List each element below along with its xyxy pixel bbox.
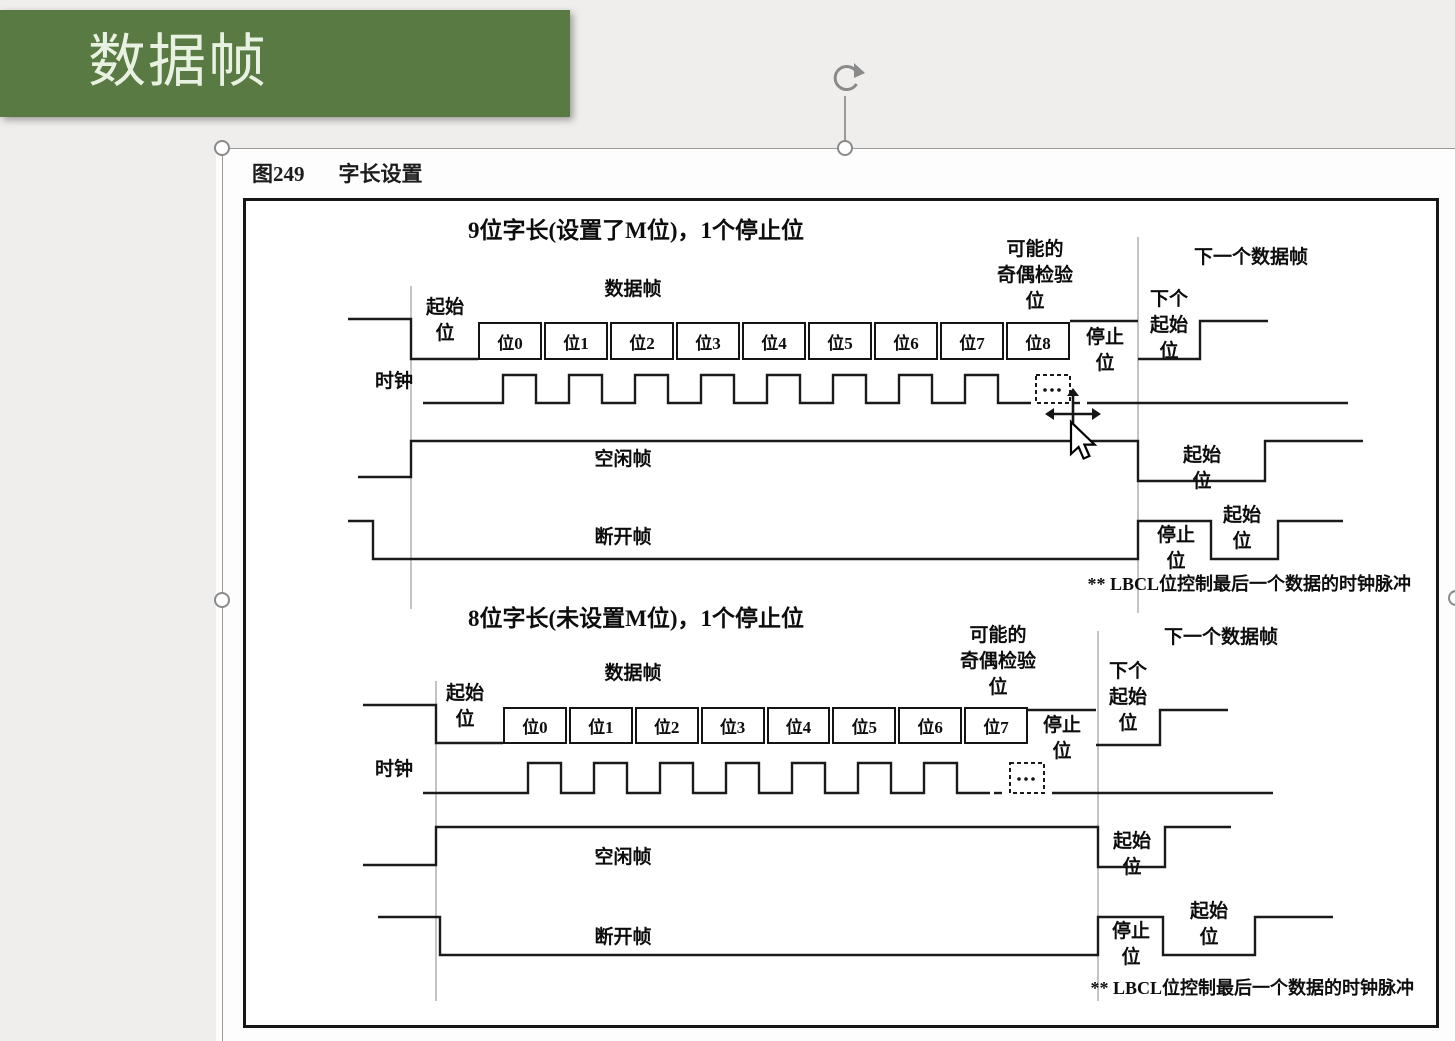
diagram2-idle-start-label: 起始位 (1112, 831, 1151, 878)
move-cursor-icon (1045, 388, 1101, 461)
bit-cell: 位0 (503, 707, 567, 744)
diagram2-next-frame-label: 下一个数据帧 (1163, 627, 1278, 648)
diagram1-break-start-label: 起始位 (1222, 505, 1261, 552)
bit-cell: 位2 (610, 322, 674, 360)
waveform-lines (348, 237, 1363, 1001)
selection-handle-left-middle[interactable] (214, 592, 230, 608)
diagram2-footnote: ** LBCL位控制最后一个数据的时钟脉冲 (1090, 978, 1414, 998)
bit-cell: 位3 (676, 322, 740, 360)
bit-cell: 位5 (832, 707, 897, 744)
diagram2-parity-label: 可能的奇偶检验位 (959, 625, 1036, 698)
figure-caption: 图249 字长设置 (252, 158, 423, 188)
selection-handle-top-center[interactable] (837, 140, 853, 156)
caption-title: 字长设置 (338, 162, 423, 186)
page-title: 数据帧 (88, 29, 269, 94)
diagram1-data-frame-label: 数据帧 (604, 279, 662, 300)
diagram1-break-frame-label: 断开帧 (594, 527, 652, 548)
bit-cell: 位6 (874, 322, 938, 360)
diagram1-next-start-label: 下个起始位 (1149, 289, 1188, 362)
bit-cell: 位4 (742, 322, 806, 360)
selection-handle-top-left[interactable] (214, 140, 230, 156)
diagram1-idle-frame-label: 空闲帧 (594, 449, 652, 470)
diagram1-footnote: ** LBCL位控制最后一个数据的时钟脉冲 (1087, 574, 1411, 594)
diagram2-start-bit-label: 起始位 (445, 683, 484, 730)
diagram1-start-bit-label: 起始位 (425, 297, 464, 344)
bit-cell: 位7 (940, 322, 1004, 360)
diagram1-heading: 9位字长(设置了M位)，1个停止位 (467, 218, 805, 243)
diagram2-clock-label: 时钟 (374, 759, 413, 780)
selection-handle-right-middle[interactable] (1448, 590, 1455, 606)
bit-cell: 位2 (634, 707, 699, 744)
diagram2-break-frame-label: 断开帧 (594, 927, 652, 948)
bit-cell: 位5 (808, 322, 872, 360)
bit-cell: 位1 (568, 707, 633, 744)
diagram2-heading: 8位字长(未设置M位)，1个停止位 (467, 606, 805, 631)
diagram2-break-stop-label: 停止位 (1111, 921, 1150, 968)
bit-cell: 位4 (766, 707, 831, 744)
diagram1-parity-label: 可能的奇偶检验位 (996, 239, 1073, 312)
diagram1-break-stop-label: 停止位 (1156, 525, 1195, 572)
diagram2-next-start-label: 下个起始位 (1108, 661, 1147, 734)
rotate-handle-icon[interactable] (827, 60, 865, 96)
bit-cell: 位8 (1006, 322, 1070, 360)
diagram2-idle-frame-label: 空闲帧 (594, 847, 652, 868)
rotate-handle-stem (844, 96, 846, 148)
bit-cell: 位1 (544, 322, 608, 360)
bit-cell: 位7 (964, 707, 1028, 744)
bit-cell: 位3 (700, 707, 765, 744)
bit-cell: 位6 (898, 707, 963, 744)
diagram2-stop-bit-label: 停止位 (1042, 715, 1081, 762)
figure-image[interactable]: 9位字长(设置了M位)，1个停止位 数据帧 可能的奇偶检验位 下一个数据帧 下个… (243, 198, 1439, 1028)
diagram1-next-frame-label: 下一个数据帧 (1193, 247, 1308, 268)
diagram2-data-frame-label: 数据帧 (604, 663, 662, 684)
bit-cell: 位0 (478, 322, 542, 360)
title-banner[interactable]: 数据帧 (0, 10, 570, 117)
diagram1-clock-label: 时钟 (374, 371, 413, 392)
diagram2-break-start-label: 起始位 (1189, 901, 1228, 948)
diagram1-stop-bit-label: 停止位 (1085, 327, 1124, 374)
diagram1-idle-start-label: 起始位 (1182, 445, 1221, 492)
caption-figure-number: 图249 (252, 162, 305, 186)
